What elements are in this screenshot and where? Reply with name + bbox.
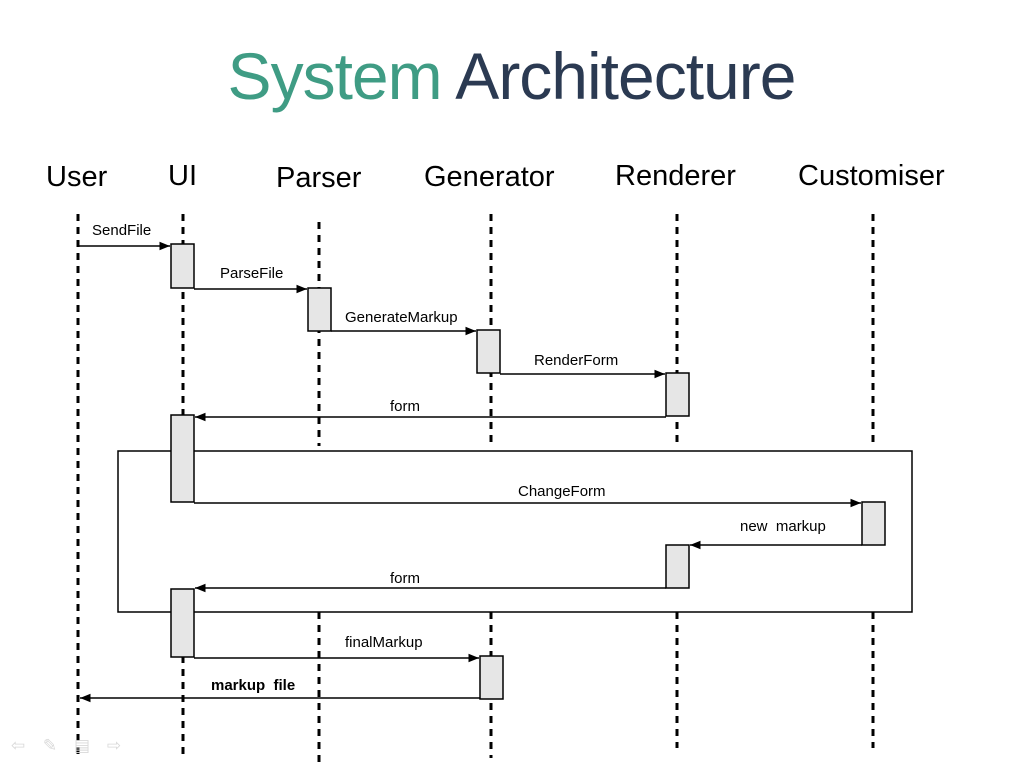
message-label-new-markup: new markup — [740, 518, 826, 535]
actor-customiser: Customiser — [798, 160, 945, 192]
activation-parser — [307, 287, 332, 332]
activation-ui-3 — [170, 588, 195, 658]
message-label-renderform: RenderForm — [534, 352, 618, 369]
activation-generator-2 — [479, 655, 504, 700]
message-label-markup-file: markup file — [211, 677, 295, 694]
message-label-form-2: form — [390, 570, 420, 587]
actor-user: User — [46, 161, 108, 193]
activation-renderer-1 — [665, 372, 690, 417]
menu-icon[interactable]: ▤ — [73, 736, 91, 756]
previous-slide-icon[interactable]: ⇦ — [10, 736, 26, 756]
activation-customiser — [861, 501, 886, 546]
message-label-parsefile: ParseFile — [220, 265, 283, 282]
pen-icon[interactable]: ✎ — [42, 736, 58, 756]
loop-frame — [117, 450, 913, 613]
message-label-form-1: form — [390, 398, 420, 415]
message-label-finalmarkup: finalMarkup — [345, 634, 423, 651]
activation-ui-1 — [170, 243, 195, 289]
slide-navigation: ⇦ ✎ ▤ ⇨ — [6, 736, 126, 756]
activation-renderer-2 — [665, 544, 690, 589]
actor-ui: UI — [168, 160, 197, 192]
message-label-generatemarkup: GenerateMarkup — [345, 309, 458, 326]
title-part-1: System — [227, 39, 443, 113]
actor-parser: Parser — [276, 162, 362, 194]
title-part-2: Architecture — [455, 39, 796, 113]
slide-title: System Architecture — [0, 36, 1023, 116]
actor-renderer: Renderer — [615, 160, 736, 192]
message-label-sendfile: SendFile — [92, 222, 151, 239]
next-slide-icon[interactable]: ⇨ — [106, 736, 122, 756]
actor-generator: Generator — [424, 161, 555, 193]
activation-generator-1 — [476, 329, 501, 374]
activation-ui-2 — [170, 414, 195, 503]
message-label-changeform: ChangeForm — [518, 483, 606, 500]
